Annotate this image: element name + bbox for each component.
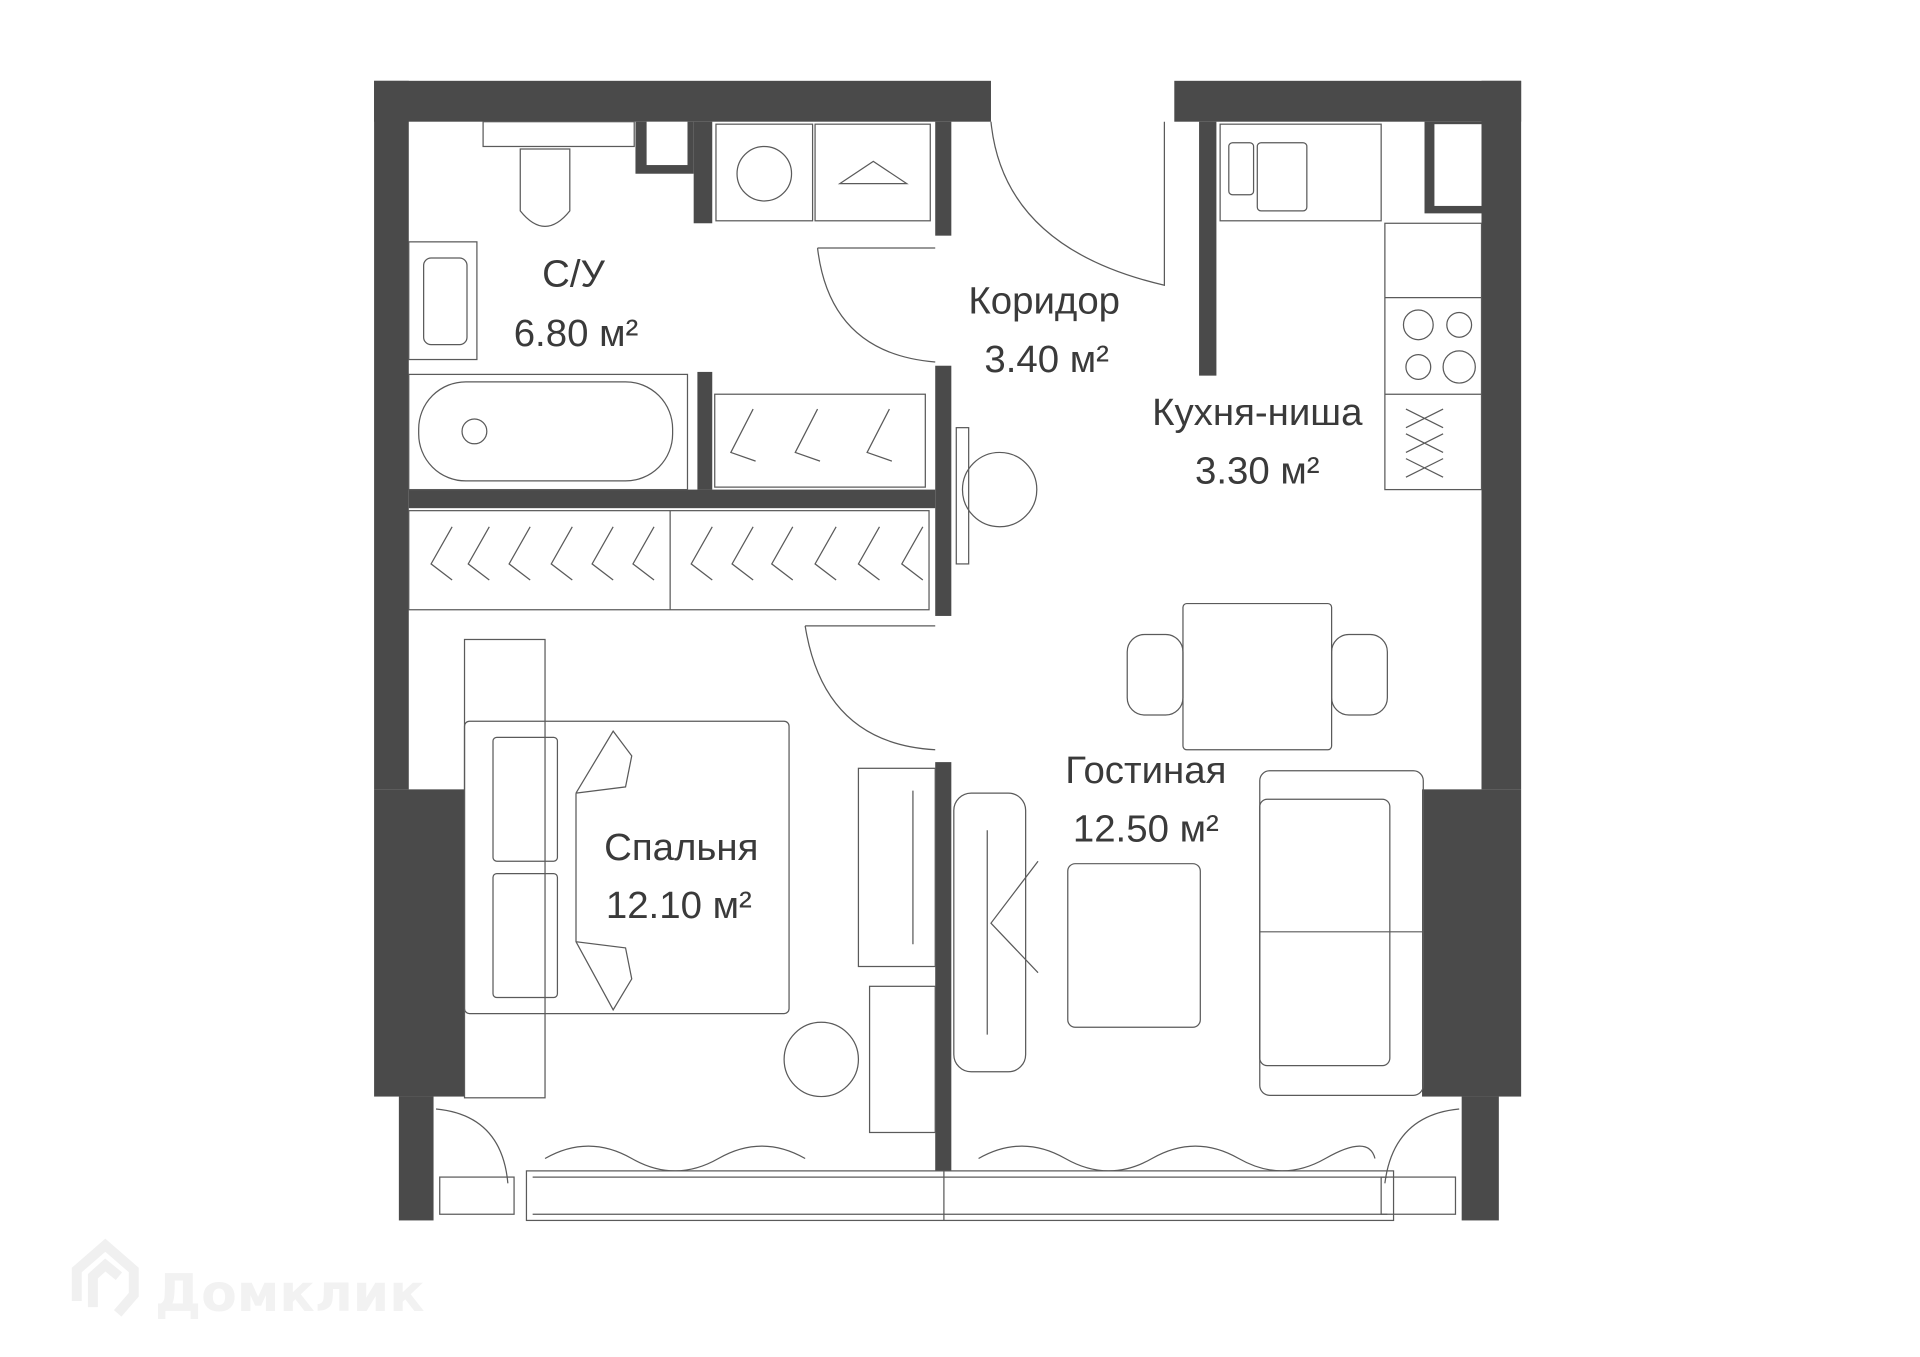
room-name-corridor: Коридор (968, 280, 1120, 323)
balcony-door-left (435, 1108, 509, 1184)
bedroom-furniture (463, 638, 936, 1134)
bathroom-fixtures (408, 121, 931, 491)
room-name-bedroom: Спальня (604, 826, 758, 869)
kitchen-appliance-icon (1405, 408, 1444, 478)
domclick-watermark: Домклик (71, 1238, 425, 1324)
toilet-icon (519, 148, 571, 227)
watermark-text: Домклик (155, 1264, 425, 1324)
room-area-corridor: 3.40 м² (984, 338, 1109, 381)
tv-console (953, 792, 1027, 1073)
bedside-column (463, 638, 546, 1099)
pillow-top (492, 736, 559, 862)
bathtub-icon (418, 381, 674, 482)
kitchen-sink-icon (1256, 142, 1308, 212)
stove-burner-icon (1402, 309, 1434, 341)
bathtub-drain-icon (461, 418, 488, 445)
kitchen-counter (1219, 123, 1382, 222)
balcony-door-right (1384, 1108, 1460, 1184)
pillow-bottom (492, 872, 559, 999)
interior-walls (408, 121, 1487, 1171)
hanger-icon (837, 160, 909, 185)
sofa (1259, 770, 1424, 1096)
chair-right (1330, 633, 1388, 716)
room-name-living: Гостиная (1065, 749, 1226, 792)
window-frame (525, 1170, 1395, 1222)
room-area-living: 12.50 м² (1073, 807, 1219, 850)
washing-machine-icon (736, 145, 793, 202)
wardrobes (408, 393, 930, 611)
dresser (857, 767, 936, 968)
bathtub-frame (408, 373, 689, 491)
doors (435, 121, 1460, 1184)
entrance-door (990, 121, 1166, 286)
bedroom-door (804, 625, 936, 751)
room-area-kitchen: 3.30 м² (1195, 449, 1320, 492)
sink-icon (423, 257, 468, 346)
bathroom-door (816, 247, 936, 363)
exterior-walls (374, 80, 1522, 1221)
dining-table (1182, 602, 1333, 751)
round-table-corridor (961, 451, 1038, 528)
round-table-bedroom (783, 1021, 860, 1098)
kitchen-side-counter (1384, 222, 1483, 491)
room-name-kitchen: Кухня-ниша (1152, 391, 1363, 434)
room-labels: С/У 6.80 м² Коридор 3.40 м² Кухня-ниша 3… (514, 252, 1363, 927)
washing-machine (715, 123, 814, 222)
living-furniture (544, 602, 1424, 1172)
windows (439, 1170, 1457, 1222)
room-name-bathroom: С/У (542, 252, 605, 295)
wardrobe-small (814, 123, 931, 222)
bathroom-shelf (482, 121, 635, 148)
wardrobe-corridor (714, 393, 926, 488)
nightstand (868, 985, 936, 1134)
wardrobe-bedroom (408, 510, 930, 611)
kitchen-fixtures (955, 123, 1483, 565)
coffee-table (1067, 863, 1201, 1028)
room-area-bedroom: 12.10 м² (606, 884, 752, 927)
curtains (544, 1145, 1376, 1172)
bed (463, 720, 790, 1015)
sink-cabinet (408, 241, 478, 361)
chair-left (1126, 633, 1184, 716)
room-area-bathroom: 6.80 м² (514, 312, 639, 355)
